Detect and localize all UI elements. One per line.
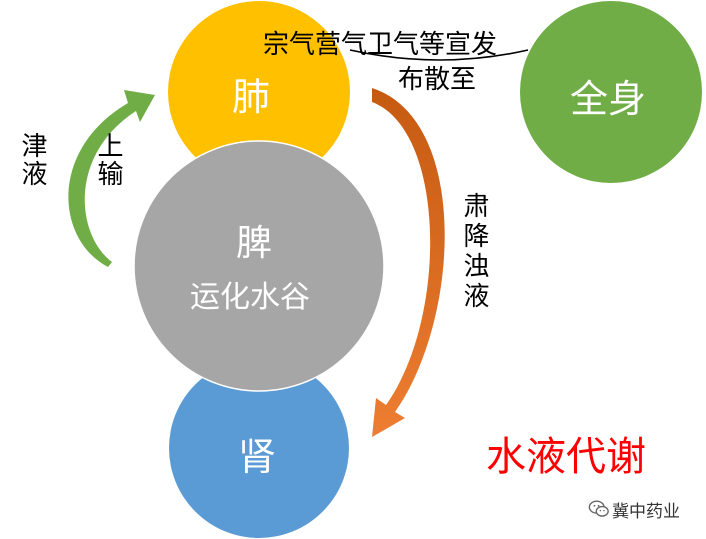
body-label: 全身 <box>570 77 647 121</box>
title: 水液代谢 <box>486 434 646 480</box>
connector-line <box>349 49 529 61</box>
wechat-icon <box>588 500 609 517</box>
right-curved-arrow <box>372 88 445 437</box>
spleen-circle <box>133 140 385 392</box>
body-circle <box>520 1 702 183</box>
watermark-text: 冀中药业 <box>612 502 680 522</box>
kidney-circle <box>169 358 349 538</box>
left-outer-annotation: 津液 <box>17 132 47 188</box>
lung-circle <box>168 1 350 183</box>
top-annotation-line1: 宗气营气卫气等宣发 <box>263 30 498 60</box>
top-annotation-line2: 布散至 <box>398 65 477 95</box>
kidney-label: 肾 <box>238 435 277 479</box>
left-inner-annotation: 上输 <box>93 132 123 188</box>
spleen-sublabel: 运化水谷 <box>190 280 310 315</box>
left-curved-arrow <box>68 90 155 267</box>
spleen-label: 脾 <box>236 223 273 264</box>
lung-label: 肺 <box>232 75 271 119</box>
right-annotation: 肃降浊液 <box>459 192 489 312</box>
